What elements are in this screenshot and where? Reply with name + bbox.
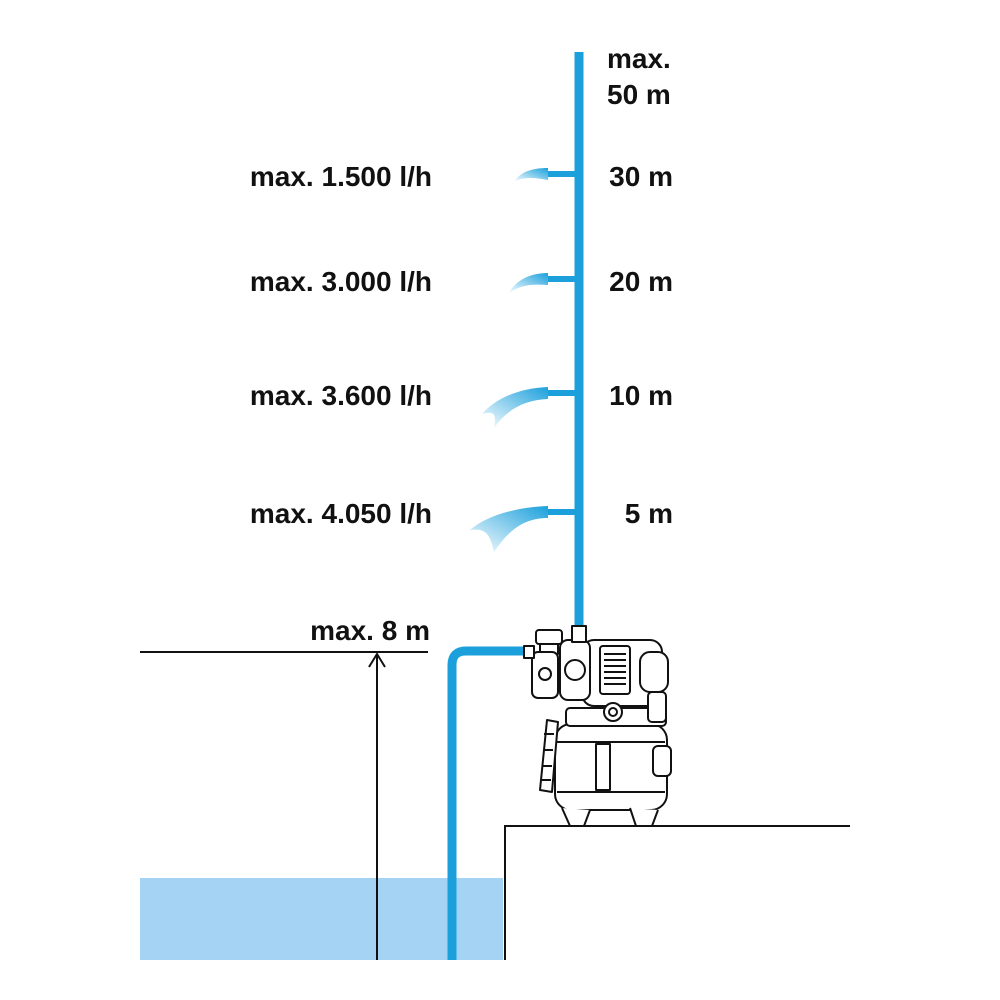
flow-label-20m: max. 3.000 l/h bbox=[250, 266, 432, 297]
water-jet-30m bbox=[514, 168, 548, 182]
water-jet-5m bbox=[470, 506, 548, 552]
flow-label-10m: max. 3.600 l/h bbox=[250, 380, 432, 411]
water-jet-20m bbox=[508, 273, 548, 294]
height-label-30m: 30 m bbox=[609, 161, 673, 192]
max-delivery-label: max. bbox=[607, 43, 671, 74]
suction-arrow-head bbox=[368, 652, 386, 668]
max-delivery-height: 50 m bbox=[607, 79, 671, 110]
suction-height-label: max. 8 m bbox=[310, 615, 430, 646]
flow-label-30m: max. 1.500 l/h bbox=[250, 161, 432, 192]
height-label-20m: 20 m bbox=[609, 266, 673, 297]
water-jet-10m bbox=[482, 387, 548, 428]
ground-platform bbox=[504, 825, 850, 960]
height-label-5m: 5 m bbox=[625, 498, 673, 529]
flow-label-5m: max. 4.050 l/h bbox=[250, 498, 432, 529]
suction-pipe bbox=[447, 646, 524, 960]
garden-pump-icon bbox=[523, 625, 672, 827]
water-reservoir bbox=[140, 878, 503, 960]
height-label-10m: 10 m bbox=[609, 380, 673, 411]
